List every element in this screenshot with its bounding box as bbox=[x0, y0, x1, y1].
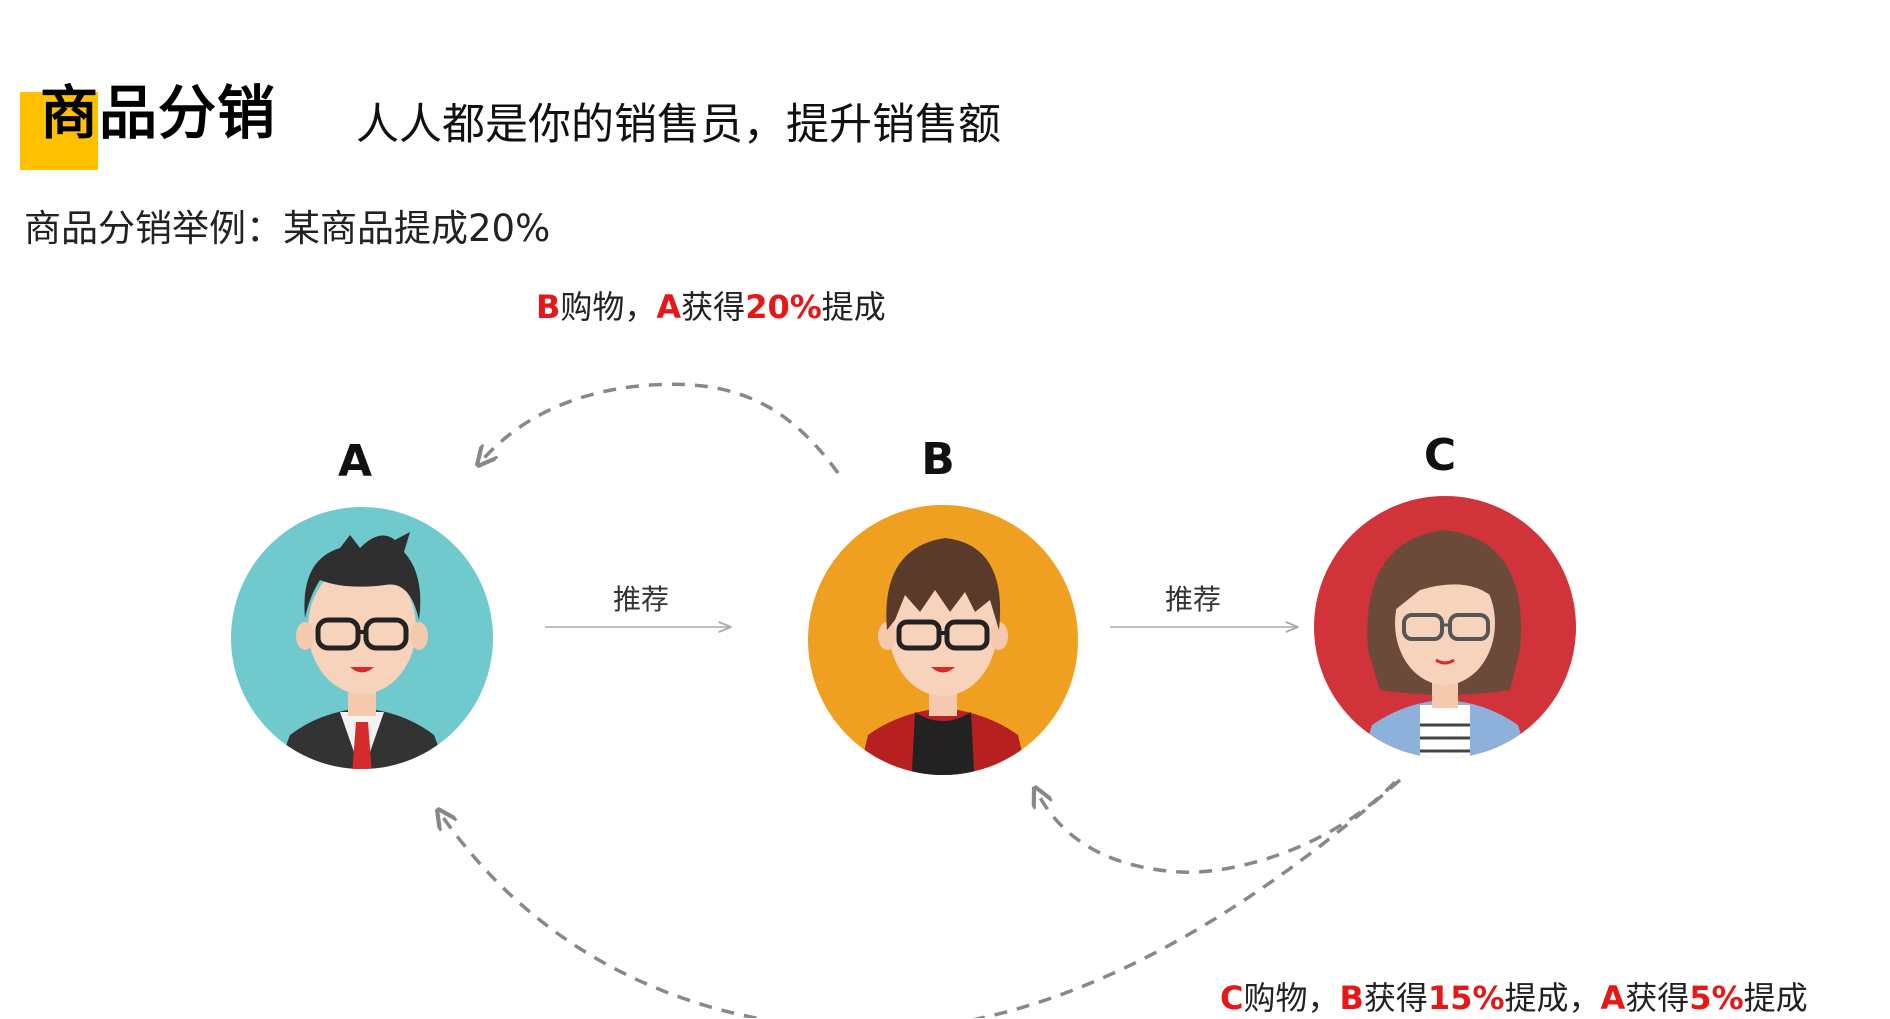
caption-text: 购物， bbox=[1243, 979, 1340, 1017]
person-a-label: A bbox=[337, 436, 373, 487]
caption-text: 获得 bbox=[681, 288, 746, 326]
caption-person-a: A bbox=[656, 288, 682, 326]
caption-text: 获得 bbox=[1625, 979, 1690, 1017]
title-accent-block bbox=[20, 92, 98, 170]
caption-c-purchase: C购物，B获得15%提成，A获得5%提成 bbox=[1220, 973, 1808, 1019]
caption-text: 获得 bbox=[1363, 979, 1428, 1017]
caption-person-c: C bbox=[1220, 979, 1244, 1017]
caption-text: 提成 bbox=[1743, 979, 1808, 1017]
page-subtitle: 人人都是你的销售员，提升销售额 bbox=[356, 100, 1001, 150]
person-a-avatar bbox=[231, 507, 493, 769]
caption-commission-value: 15% bbox=[1427, 979, 1505, 1017]
caption-person-b: B bbox=[1339, 979, 1364, 1017]
commission-arrow-b-to-a bbox=[478, 382, 840, 475]
page-title: 商品分销 bbox=[40, 79, 277, 147]
caption-text: 提成， bbox=[1504, 979, 1601, 1017]
person-b-avatar bbox=[808, 505, 1078, 775]
caption-person-a: A bbox=[1600, 979, 1626, 1017]
caption-commission-value: 20% bbox=[745, 288, 822, 326]
caption-commission-value: 5% bbox=[1689, 979, 1744, 1017]
caption-text: 购物， bbox=[560, 288, 657, 326]
example-description: 商品分销举例：某商品提成20% bbox=[24, 207, 551, 250]
recommend-label-bc: 推荐 bbox=[1164, 583, 1221, 616]
caption-b-purchase: B购物，A获得20%提成 bbox=[536, 282, 886, 328]
commission-arrow-c-to-b bbox=[1035, 780, 1397, 874]
caption-person-b: B bbox=[536, 288, 561, 326]
caption-text: 提成 bbox=[821, 288, 886, 326]
commission-arrow-c-to-a bbox=[438, 778, 1402, 1018]
person-c-avatar bbox=[1314, 496, 1576, 758]
person-c-label: C bbox=[1423, 430, 1457, 481]
person-b-label: B bbox=[921, 434, 955, 485]
recommend-label-ab: 推荐 bbox=[612, 583, 669, 616]
